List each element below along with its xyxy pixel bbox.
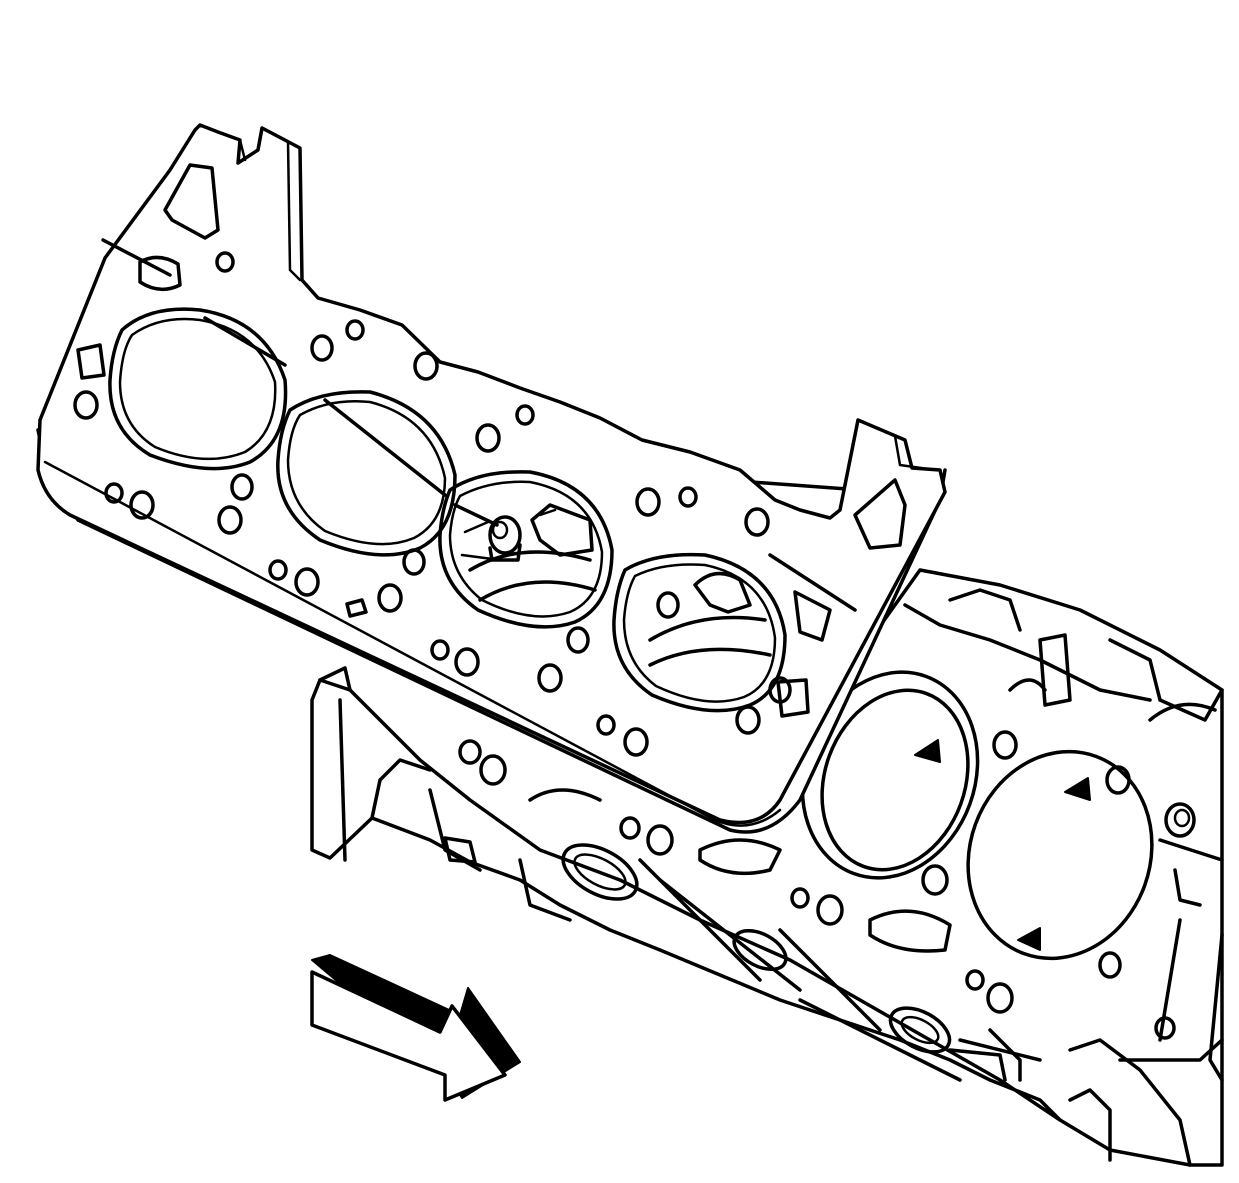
gasket-bore-1: [108, 307, 288, 471]
gasket-bore-3: [438, 470, 614, 629]
dowel-pin-front: [488, 515, 522, 562]
gasket-bore-2: [276, 390, 457, 557]
head-gasket: [36, 123, 947, 834]
gasket-bolt-holes: [73, 319, 907, 757]
gasket-bore-4: [612, 552, 787, 713]
engine-block-deck: [310, 568, 1224, 1167]
dowel-pin-rear: [1164, 802, 1196, 838]
direction-arrow: [310, 954, 521, 1102]
